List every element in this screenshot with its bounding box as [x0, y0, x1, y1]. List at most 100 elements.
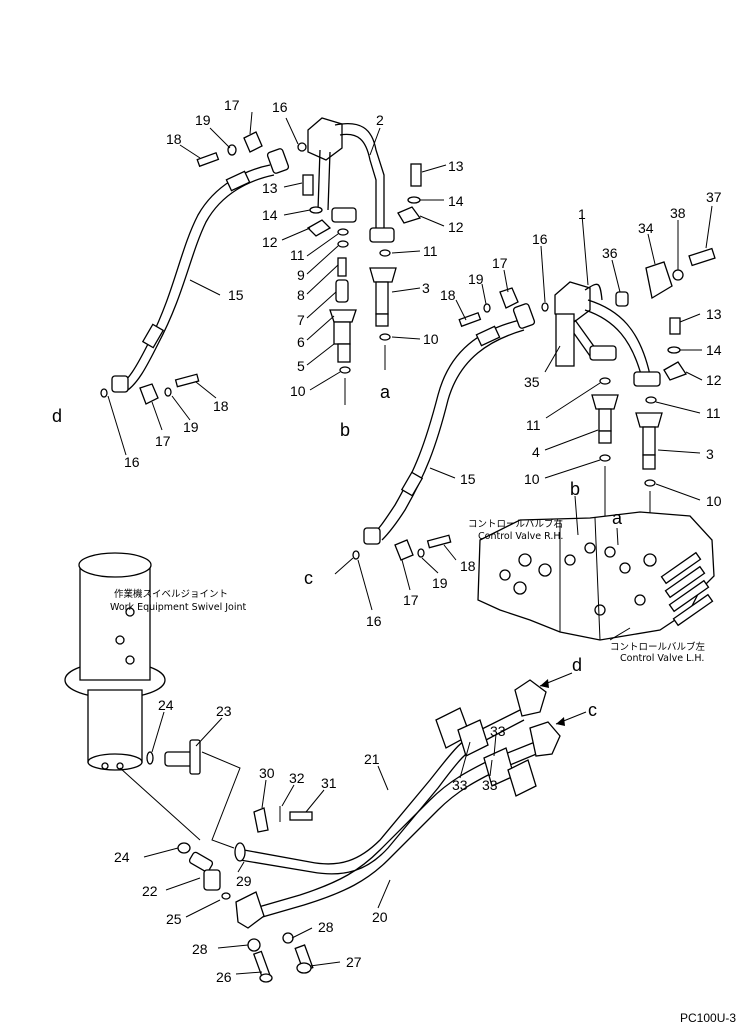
- drawing-code: PC100U-3: [680, 1011, 736, 1025]
- label-32: 32: [289, 770, 305, 786]
- label-16: 16: [366, 613, 382, 629]
- label-c: c: [588, 700, 597, 720]
- hose-15-left: [111, 148, 290, 393]
- arrows-cd: [334, 557, 587, 726]
- tube-20: [235, 721, 561, 929]
- label-20: 20: [372, 909, 388, 925]
- label-38: 38: [670, 205, 686, 221]
- label-19: 19: [432, 575, 448, 591]
- label-5: 5: [297, 358, 305, 374]
- control-valve-lh-en: Control Valve L.H.: [620, 653, 704, 664]
- control-valve-lh-jp: コントロールバルブ左: [610, 641, 706, 653]
- swivel-joint-en: Work Equipment Swivel Joint: [110, 602, 247, 613]
- label-14: 14: [448, 193, 464, 209]
- label-11: 11: [290, 247, 305, 263]
- label-37: 37: [706, 189, 722, 205]
- elbow-22: [177, 842, 231, 900]
- label-d: d: [52, 406, 62, 426]
- label-17: 17: [155, 433, 171, 449]
- label-11: 11: [526, 417, 541, 433]
- label-33: 33: [490, 723, 506, 739]
- label-7: 7: [297, 312, 305, 328]
- label-c: c: [304, 568, 313, 588]
- label-15: 15: [460, 471, 476, 487]
- label-a: a: [380, 382, 391, 402]
- label-14: 14: [262, 207, 278, 223]
- fitting-stack-left: [329, 228, 357, 405]
- label-4: 4: [532, 444, 540, 460]
- label-18: 18: [166, 131, 182, 147]
- label-11: 11: [706, 405, 721, 421]
- label-11: 11: [423, 243, 438, 259]
- label-10: 10: [423, 331, 439, 347]
- label-24: 24: [114, 849, 130, 865]
- label-26: 26: [216, 969, 232, 985]
- label-16: 16: [272, 99, 288, 115]
- label-3: 3: [706, 446, 714, 462]
- label-d: d: [572, 655, 582, 675]
- label-16: 16: [532, 231, 548, 247]
- label-b: b: [570, 479, 580, 499]
- clamp-30-31-32: [253, 806, 313, 833]
- hose-15-center: [352, 287, 549, 561]
- label-13: 13: [706, 306, 722, 322]
- label-2: 2: [376, 112, 384, 128]
- label-a: a: [612, 508, 623, 528]
- elbow-23: [146, 739, 241, 849]
- label-21: 21: [364, 751, 380, 767]
- label-25: 25: [166, 911, 182, 927]
- label-12: 12: [262, 234, 278, 250]
- label-9: 9: [297, 267, 305, 283]
- label-17: 17: [403, 592, 419, 608]
- label-10: 10: [290, 383, 306, 399]
- swivel-joint-jp: 作業機スイベルジョイント: [114, 588, 228, 600]
- clamp-17-bottom-left: [100, 373, 200, 405]
- label-10: 10: [524, 471, 540, 487]
- fitting-3-center: [369, 267, 397, 370]
- label-12: 12: [448, 219, 464, 235]
- leader-lines: [107, 111, 713, 975]
- label-17: 17: [224, 97, 240, 113]
- label-24: 24: [158, 697, 174, 713]
- bolts-26-27-28: [247, 932, 314, 983]
- label-18: 18: [460, 558, 476, 574]
- clamp-17-top: [196, 131, 307, 168]
- label-12: 12: [706, 372, 722, 388]
- label-14: 14: [706, 342, 722, 358]
- label-1: 1: [578, 206, 586, 222]
- label-10: 10: [706, 493, 722, 509]
- control-valve-rh-jp: コントロールバルブ右: [468, 518, 563, 530]
- fittings-4-3-right: [591, 394, 663, 575]
- label-19: 19: [195, 112, 211, 128]
- label-34: 34: [638, 220, 654, 236]
- label-13: 13: [262, 180, 278, 196]
- label-35: 35: [524, 374, 540, 390]
- part-number-labels: 18 19 17 16 2 13 14 12 11 9 8 7 6 5 10 b…: [52, 97, 736, 1025]
- label-28: 28: [192, 941, 208, 957]
- label-31: 31: [321, 775, 337, 791]
- control-valve-body: [477, 511, 715, 641]
- label-16: 16: [124, 454, 140, 470]
- label-28: 28: [318, 919, 334, 935]
- label-23: 23: [216, 703, 232, 719]
- label-19: 19: [468, 271, 484, 287]
- label-18: 18: [213, 398, 229, 414]
- label-22: 22: [142, 883, 158, 899]
- label-6: 6: [297, 334, 305, 350]
- label-36: 36: [602, 245, 618, 261]
- label-18: 18: [440, 287, 456, 303]
- swivel-joint: [64, 552, 201, 841]
- bolts-13-14-12-upper: [302, 163, 422, 257]
- label-27: 27: [346, 954, 362, 970]
- label-30: 30: [259, 765, 275, 781]
- label-17: 17: [492, 255, 508, 271]
- tube-2: [307, 117, 395, 243]
- label-33: 33: [452, 777, 468, 793]
- label-19: 19: [183, 419, 199, 435]
- tube-21: [234, 679, 547, 875]
- label-3: 3: [422, 280, 430, 296]
- tube-1: [554, 247, 716, 404]
- label-b: b: [340, 420, 350, 440]
